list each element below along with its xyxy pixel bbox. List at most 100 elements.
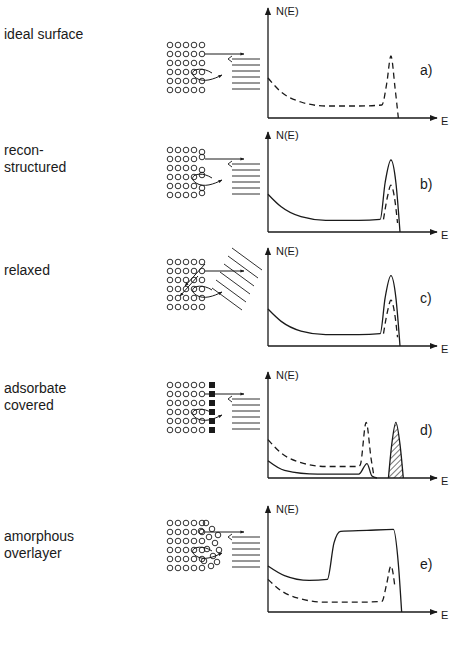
atom bbox=[199, 538, 205, 544]
atom bbox=[175, 286, 181, 292]
surface-label: relaxed bbox=[4, 262, 84, 279]
atom bbox=[175, 520, 181, 526]
surface-label: adsorbate covered bbox=[4, 380, 84, 414]
scattered-loop bbox=[193, 286, 222, 297]
axis-label: N(E) bbox=[276, 369, 299, 382]
spectrum-curve bbox=[268, 461, 377, 478]
atom bbox=[191, 60, 197, 66]
atom bbox=[183, 183, 189, 189]
beam-line bbox=[232, 543, 260, 544]
axis-label: N(E) bbox=[276, 129, 299, 142]
beam-line bbox=[232, 65, 260, 66]
axis-label: N(E) bbox=[276, 245, 299, 258]
atom bbox=[175, 268, 181, 274]
beam-line bbox=[232, 411, 260, 412]
beam-line bbox=[232, 83, 260, 84]
axis bbox=[267, 248, 268, 346]
axis-label: E bbox=[441, 475, 448, 488]
beam-line bbox=[232, 182, 260, 183]
beam-head bbox=[228, 161, 232, 167]
atom bbox=[183, 60, 189, 66]
atom bbox=[183, 547, 189, 553]
atom bbox=[191, 304, 197, 310]
atom bbox=[191, 87, 197, 93]
spectrum-curve bbox=[388, 422, 403, 478]
beam-line bbox=[232, 417, 260, 418]
atom bbox=[191, 391, 197, 397]
atom bbox=[175, 547, 181, 553]
atom bbox=[167, 183, 173, 189]
beam-line bbox=[216, 280, 246, 302]
beam-line bbox=[228, 256, 258, 278]
spectrum-curve bbox=[384, 300, 398, 337]
atom bbox=[183, 156, 189, 162]
atom bbox=[175, 400, 181, 406]
atom bbox=[167, 78, 173, 84]
atom bbox=[199, 286, 205, 292]
atom bbox=[175, 529, 181, 535]
atom bbox=[183, 391, 189, 397]
amorphous-atom bbox=[214, 559, 220, 565]
atom bbox=[175, 147, 181, 153]
atom bbox=[175, 409, 181, 415]
spectrum-curve bbox=[384, 185, 398, 223]
atom bbox=[175, 192, 181, 198]
spectrum-curve bbox=[268, 160, 400, 232]
atom bbox=[183, 174, 189, 180]
atom bbox=[167, 565, 173, 571]
atom bbox=[183, 427, 189, 433]
atom bbox=[183, 87, 189, 93]
atom bbox=[183, 409, 189, 415]
atom bbox=[191, 538, 197, 544]
atom bbox=[199, 418, 205, 424]
axis-label: E bbox=[441, 115, 448, 128]
panel-d bbox=[167, 372, 437, 478]
atom bbox=[183, 304, 189, 310]
adsorbate-atom bbox=[209, 382, 215, 388]
axis bbox=[267, 506, 268, 612]
surface-label: amorphous overlayer bbox=[4, 528, 84, 562]
atom bbox=[167, 427, 173, 433]
atom bbox=[167, 295, 173, 301]
atom bbox=[199, 42, 205, 48]
beam-line bbox=[232, 549, 260, 550]
atom bbox=[191, 156, 197, 162]
panel-b bbox=[167, 132, 437, 232]
surface-label: recon- structured bbox=[4, 142, 84, 176]
axis bbox=[267, 8, 268, 118]
atom bbox=[199, 60, 205, 66]
atom bbox=[167, 259, 173, 265]
atom bbox=[183, 277, 189, 283]
atom bbox=[175, 295, 181, 301]
atom bbox=[183, 259, 189, 265]
atom bbox=[175, 382, 181, 388]
scattered-arrow bbox=[205, 532, 244, 533]
atom bbox=[191, 295, 197, 301]
atom bbox=[183, 538, 189, 544]
axis bbox=[268, 117, 437, 118]
atom bbox=[191, 418, 197, 424]
spectrum-curve bbox=[268, 566, 395, 602]
atom bbox=[167, 277, 173, 283]
spectrum-curve bbox=[268, 422, 374, 474]
beam-line bbox=[232, 567, 260, 568]
atom bbox=[191, 259, 197, 265]
atom bbox=[199, 409, 205, 415]
atom bbox=[175, 277, 181, 283]
beam-line bbox=[232, 59, 260, 60]
adsorbate-atom bbox=[209, 400, 215, 406]
atom bbox=[191, 165, 197, 171]
atom bbox=[199, 304, 205, 310]
panel-c bbox=[167, 248, 437, 346]
atom bbox=[199, 78, 205, 84]
scattered-arrow bbox=[205, 159, 244, 160]
beam-line bbox=[232, 555, 260, 556]
beam-line bbox=[232, 77, 260, 78]
atom bbox=[199, 51, 205, 57]
atom bbox=[175, 87, 181, 93]
atom bbox=[167, 382, 173, 388]
atom bbox=[191, 565, 197, 571]
panel-e bbox=[167, 506, 437, 612]
atom bbox=[199, 277, 205, 283]
